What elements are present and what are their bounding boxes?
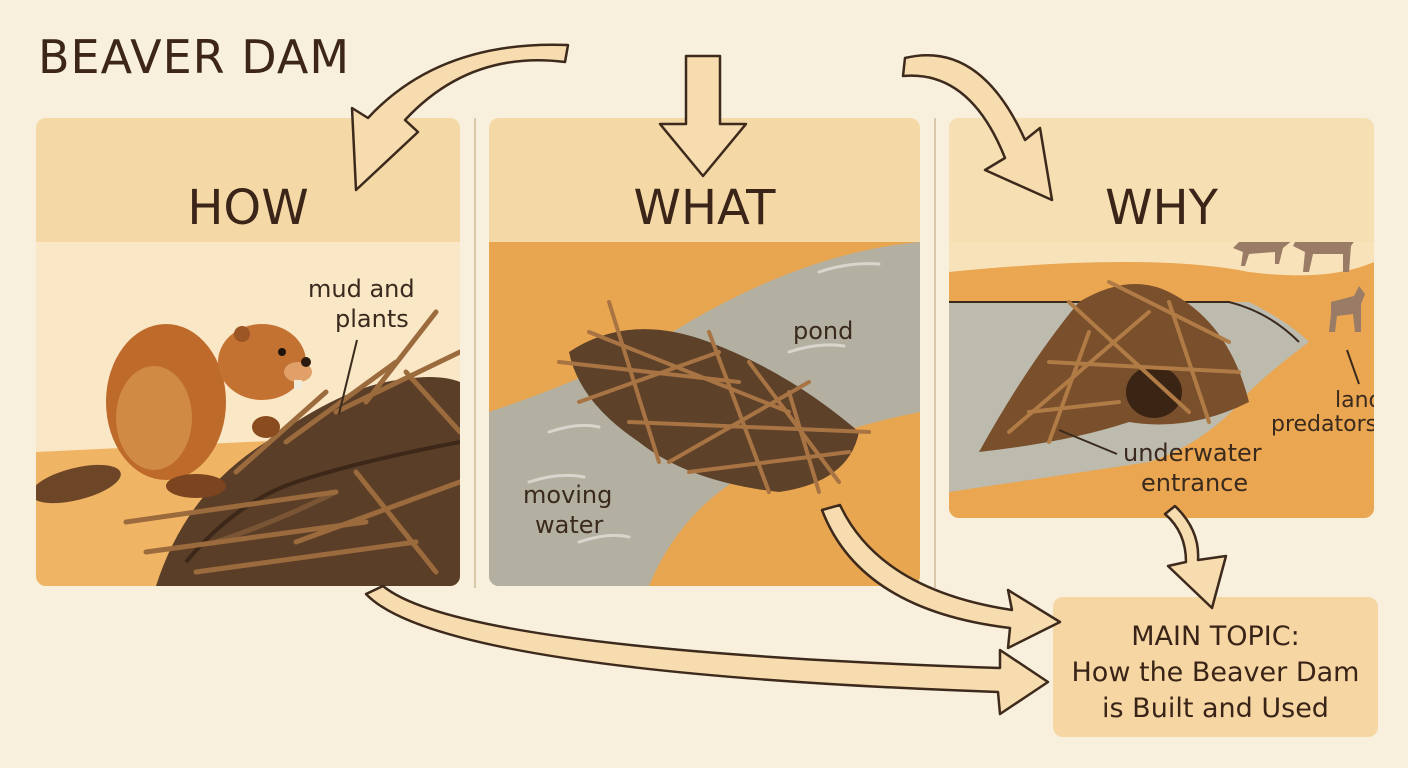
why-panel: WHY land predators underwater entrance — [949, 118, 1374, 518]
mud-label: mud and — [308, 275, 415, 303]
predators-label: predators — [1271, 412, 1374, 437]
what-header: WHAT — [489, 118, 920, 242]
what-heading: WHAT — [633, 180, 776, 236]
main-topic-box: MAIN TOPIC: How the Beaver Dam is Built … — [1053, 597, 1378, 737]
pond-label: pond — [793, 317, 854, 345]
underwater-label: underwater — [1123, 439, 1262, 467]
diagram-title: BEAVER DAM — [38, 30, 351, 84]
how-label-pointer — [338, 339, 358, 415]
lodge-entrance — [1126, 366, 1182, 418]
beaver-building-illustration — [36, 242, 460, 586]
land-predators — [1233, 242, 1365, 332]
arrow-why-to-topic — [1163, 504, 1228, 610]
lodge-predators-illustration — [949, 242, 1374, 518]
why-label-pointers — [1058, 349, 1360, 455]
mud-mound — [156, 377, 460, 586]
plants-label: plants — [335, 305, 409, 333]
water-label: water — [535, 511, 604, 539]
beaver — [36, 324, 312, 504]
dam-sticks — [557, 300, 871, 494]
how-heading: HOW — [187, 180, 309, 236]
main-topic-line3: is Built and Used — [1102, 693, 1329, 724]
moving-label: moving — [523, 481, 613, 509]
divider-left — [474, 118, 476, 588]
arrow-how-to-topic — [364, 584, 1050, 716]
main-topic-line2: How the Beaver Dam — [1071, 657, 1360, 688]
why-heading: WHY — [1105, 180, 1218, 236]
land-label: land — [1335, 388, 1374, 413]
main-topic-heading: MAIN TOPIC: — [1131, 621, 1300, 652]
entrance-label: entrance — [1141, 469, 1249, 497]
divider-right — [934, 118, 936, 588]
how-panel: HOW — [36, 118, 460, 586]
what-panel: WHAT pond moving water — [489, 118, 920, 586]
